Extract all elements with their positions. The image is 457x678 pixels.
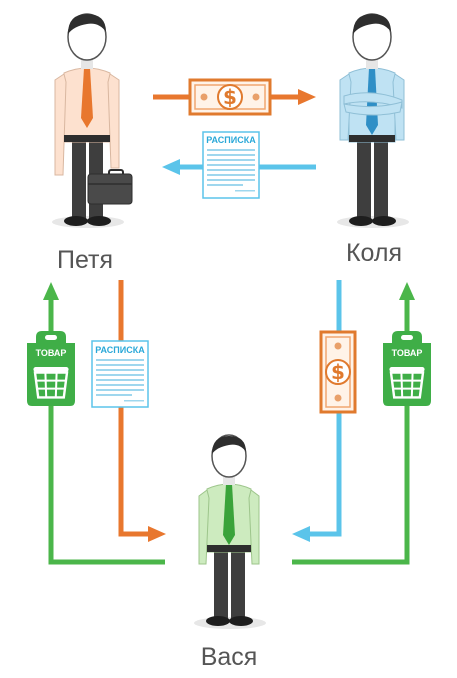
svg-text:$: $ <box>331 360 345 384</box>
svg-text:$: $ <box>223 85 237 109</box>
goods-arrow-vasya-to-petya <box>43 282 165 565</box>
goods-bag-right: ТОВАР <box>383 331 431 406</box>
svg-text:ТОВАР: ТОВАР <box>36 348 67 358</box>
svg-text:ТОВАР: ТОВАР <box>392 348 423 358</box>
money-bill-top: $ <box>188 78 272 116</box>
name-vasya: Вася <box>201 643 258 671</box>
person-vasya <box>194 434 266 629</box>
receipt-document-top: РАСПИСКА <box>202 131 260 199</box>
receipt-document-left: РАСПИСКА <box>91 340 149 408</box>
money-bill-vertical: $ <box>319 330 357 414</box>
briefcase-icon <box>87 169 133 205</box>
goods-arrow-vasya-to-kolya <box>292 282 415 565</box>
svg-text:РАСПИСКА: РАСПИСКА <box>95 345 145 355</box>
goods-bag-left: ТОВАР <box>27 331 75 406</box>
name-petya: Петя <box>57 246 113 274</box>
person-kolya <box>337 13 409 228</box>
receipt-arrow-petya-to-vasya <box>118 280 166 542</box>
person-petya <box>52 13 133 228</box>
name-kolya: Коля <box>346 239 402 267</box>
svg-text:РАСПИСКА: РАСПИСКА <box>206 135 256 145</box>
